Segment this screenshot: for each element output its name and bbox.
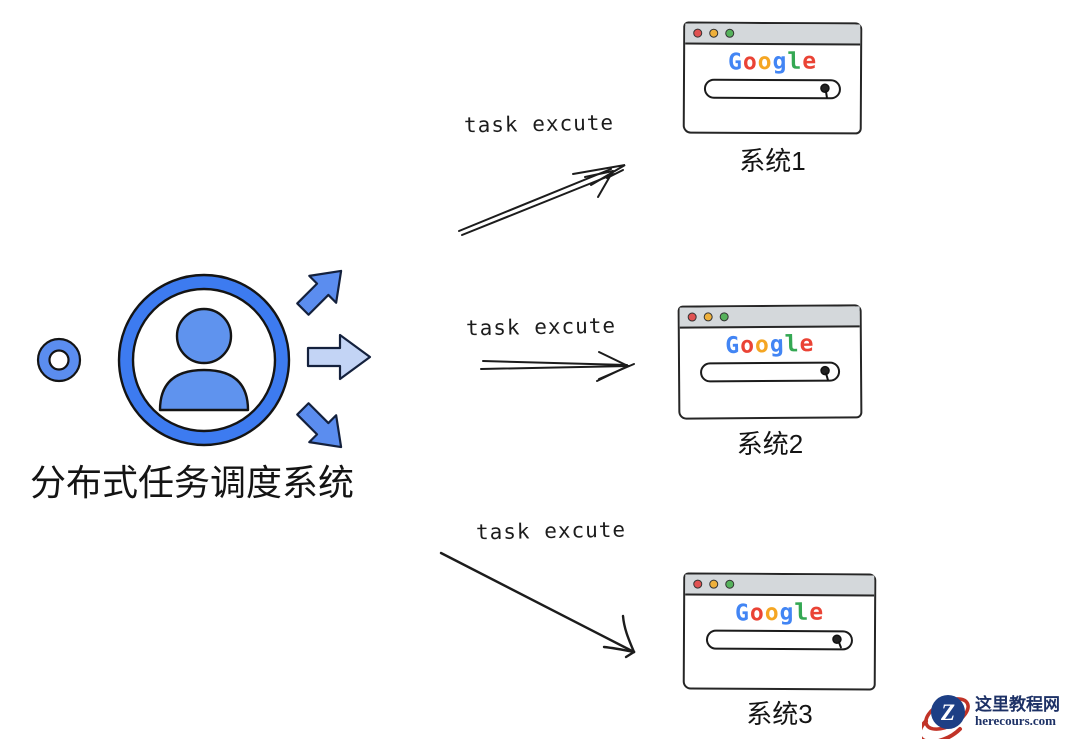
google-letter: o — [754, 332, 771, 359]
scheduler-icon — [36, 269, 372, 449]
google-letter: G — [724, 332, 741, 360]
google-letter: l — [784, 331, 800, 358]
traffic-light-green-icon — [725, 579, 735, 589]
user-avatar-icon — [117, 273, 291, 447]
browser-titlebar — [685, 574, 875, 597]
task-label-2: task excute — [465, 313, 617, 341]
watermark-logo-letter: Z — [940, 700, 955, 725]
browser-window-1: Google — [682, 21, 863, 135]
watermark: Z 这里教程网 herecours.com — [922, 684, 1074, 740]
google-letter: o — [739, 332, 756, 359]
google-letter: e — [809, 599, 825, 626]
traffic-light-yellow-icon — [703, 312, 713, 322]
google-letter: e — [799, 330, 815, 358]
google-letter: G — [734, 600, 751, 627]
search-input — [704, 78, 841, 100]
browser-titlebar — [679, 306, 860, 329]
google-logo: Google — [685, 48, 860, 76]
google-letter: g — [779, 599, 795, 626]
search-input — [699, 361, 841, 383]
traffic-light-red-icon — [693, 28, 703, 38]
magnifier-icon — [819, 83, 830, 99]
magnifier-icon — [820, 366, 831, 381]
google-letter: G — [727, 49, 744, 76]
scheduler-label: 分布式任务调度系统 — [30, 462, 355, 503]
task-label-1: task excute — [463, 110, 615, 138]
magnifier-icon — [832, 634, 843, 649]
task-label-3: task excute — [475, 517, 627, 545]
traffic-light-red-icon — [693, 579, 703, 589]
watermark-logo-icon: Z — [922, 695, 970, 739]
browser-titlebar — [685, 23, 861, 46]
google-letter: o — [757, 49, 773, 76]
google-letter: g — [772, 48, 788, 75]
dispatch-arrow-down-right-icon — [296, 402, 343, 449]
dispatch-arrow-right-icon — [306, 333, 372, 381]
task-arrow-3-icon — [439, 551, 636, 659]
browser-window-3: Google — [682, 572, 877, 691]
google-letter: l — [787, 48, 803, 75]
google-logo: Google — [680, 331, 861, 361]
traffic-light-green-icon — [719, 312, 729, 322]
google-letter: g — [769, 331, 786, 358]
google-logo: Google — [685, 599, 874, 628]
small-ring-icon — [36, 337, 82, 383]
task-arrow-1-icon — [458, 164, 626, 236]
google-letter: l — [794, 599, 810, 626]
browser-window-2: Google — [677, 304, 863, 420]
google-letter: o — [742, 49, 758, 76]
traffic-light-green-icon — [725, 28, 735, 38]
google-letter: o — [749, 600, 765, 627]
watermark-site-name: 这里教程网 — [975, 695, 1060, 715]
search-input — [705, 629, 854, 651]
google-letter: o — [764, 600, 780, 627]
system-2-caption: 系统2 — [736, 429, 804, 459]
google-letter: e — [802, 48, 818, 75]
traffic-light-yellow-icon — [709, 579, 719, 589]
traffic-light-red-icon — [687, 312, 697, 322]
watermark-site-url: herecours.com — [975, 713, 1056, 729]
system-1-caption: 系统1 — [739, 146, 806, 176]
task-arrow-2-icon — [480, 351, 635, 382]
traffic-light-yellow-icon — [709, 28, 719, 38]
system-3-caption: 系统3 — [746, 699, 813, 729]
dispatch-arrow-up-right-icon — [296, 269, 343, 316]
